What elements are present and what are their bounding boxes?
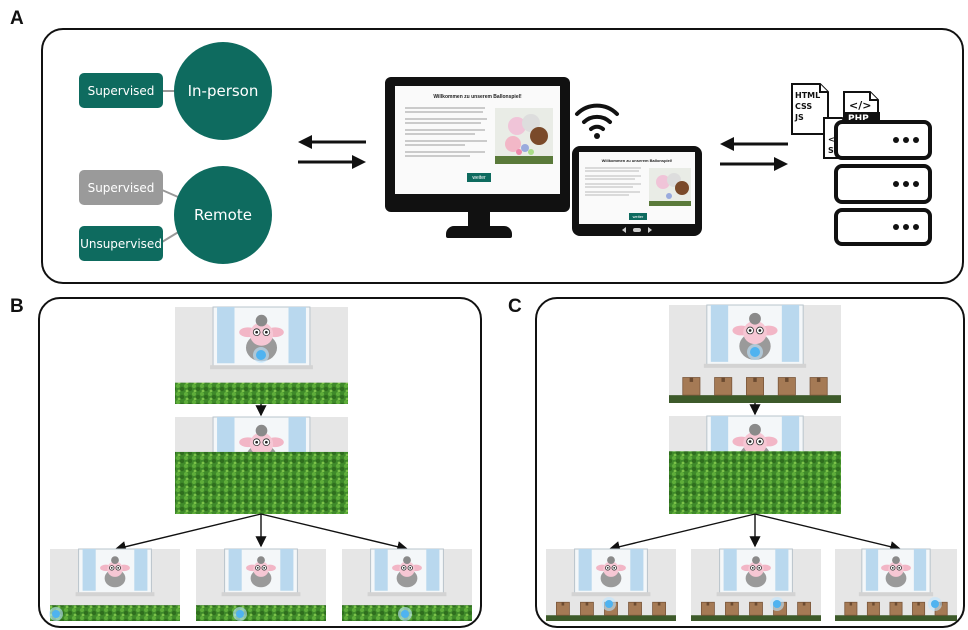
balloon-icon [401,610,409,618]
balloon-icon [931,600,939,608]
desktop-monitor: Willkommen zu unserem Ballonspiel! [385,77,570,212]
tablet-game-image [649,168,691,206]
wifi-icon [575,103,619,139]
tablet-text-lines [585,167,641,196]
b-scene-hidden [175,416,348,514]
desktop-screen: Willkommen zu unserem Ballonspiel! [395,86,560,194]
html-file-label: HTML [795,91,820,100]
balloon-icon [750,347,760,357]
panel-a-frame [41,28,964,284]
character-head [249,322,274,346]
balloon-icon [256,350,266,360]
desktop-text-lines [405,107,487,157]
character-head [399,561,415,577]
client-sync-arrows [298,135,366,169]
svg-text:</>: </> [849,99,871,112]
tablet: Willkommen zu unserem Ballonspiel! weite… [572,146,702,236]
character-head [107,561,123,577]
in-person-circle: In-person [174,42,272,140]
character-head [888,561,904,577]
panel-label-a: A [10,8,24,29]
c-scene-left [546,548,676,621]
desktop-weiter-button[interactable]: weiter [467,173,491,182]
character-head [253,561,269,577]
hedge-low [196,605,326,621]
character-head [603,561,619,577]
c-scene-right [835,548,957,621]
supervised-remote-tag: Supervised [79,170,163,205]
character-head [743,320,767,345]
monitor-base [446,226,512,238]
character-head [748,561,764,577]
panel-label-c: C [508,296,522,317]
css-file-label: CSS [795,102,812,111]
monitor-stand [468,210,490,228]
flow-arrow [608,513,756,553]
c-scene-middle [691,548,821,621]
hedge-low [175,382,348,404]
c-scene-hidden [669,415,841,514]
character-head [249,432,274,456]
php-file-label: PHP [848,114,869,124]
balloon-icon [773,600,781,608]
panel-label-b: B [10,296,24,317]
character-head [743,431,767,456]
flow-arrow [754,513,902,553]
unsupervised-tag: Unsupervised [79,226,163,261]
b-scene-right [342,548,472,621]
remote-circle: Remote [174,166,272,264]
hedge-high [175,451,348,514]
balloon-icon [605,600,613,608]
flow-arrow [114,513,262,553]
hedge-low [50,605,180,621]
panel-b-frame [38,297,482,628]
tablet-weiter-button[interactable]: weiter [629,213,647,220]
panel-c-frame [535,297,965,628]
tablet-home-button-icon [622,227,652,233]
desktop-screen-title: Willkommen zu unserem Ballonspiel! [433,94,522,100]
balloon-icon [236,610,244,618]
flow-arrow [260,513,409,553]
desktop-game-image [495,108,553,164]
tablet-screen-title: Willkommen zu unserem Ballonspiel! [601,158,673,163]
balloon-icon [52,610,60,618]
server-stack-icon [834,120,932,246]
c-scene-start [669,304,841,403]
supervised-tag: Supervised [79,73,163,108]
js-file-label: JS [794,113,804,122]
hedge-high [669,451,841,514]
server-sync-arrows [720,137,788,171]
b-scene-middle [196,548,326,621]
b-scene-left [49,548,180,621]
b-scene-start [175,306,348,404]
tablet-screen: Willkommen zu unserem Ballonspiel! weite… [579,152,695,224]
